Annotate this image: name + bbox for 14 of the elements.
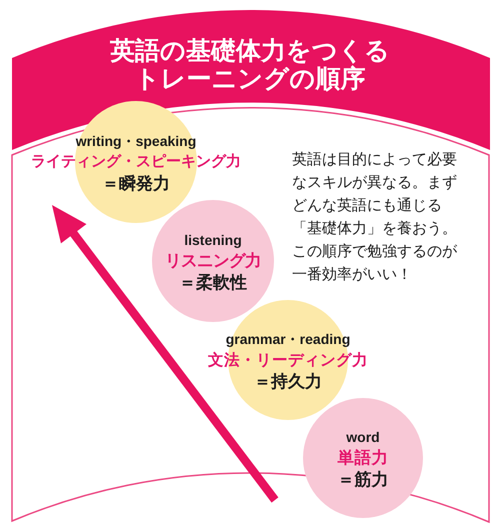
ability-label: ＝瞬発力 [102, 174, 170, 194]
ability-label: ＝持久力 [254, 372, 322, 392]
skill-label: 文法・リーディング力 [208, 350, 368, 370]
skill-label: 単語力 [338, 448, 388, 468]
ability-label: ＝筋力 [338, 470, 388, 490]
skill-label: リスニング力 [165, 251, 261, 271]
skill-label: ライティング・スピーキング力 [31, 153, 241, 171]
english-label: word [346, 428, 380, 446]
english-label: listening [184, 232, 242, 248]
description-text: 英語は目的によって必要なスキルが異なる。まずどんな英語にも通じる「基礎体力」を養おう。この順序で勉強するのが一番効率がいい！ [292, 150, 458, 285]
english-label: grammar・reading [226, 330, 350, 348]
english-label: writing・speaking [76, 132, 196, 150]
ability-label: ＝柔軟性 [179, 273, 247, 293]
title: 英語の基礎体力をつくるトレーニングの順序 [109, 38, 391, 94]
